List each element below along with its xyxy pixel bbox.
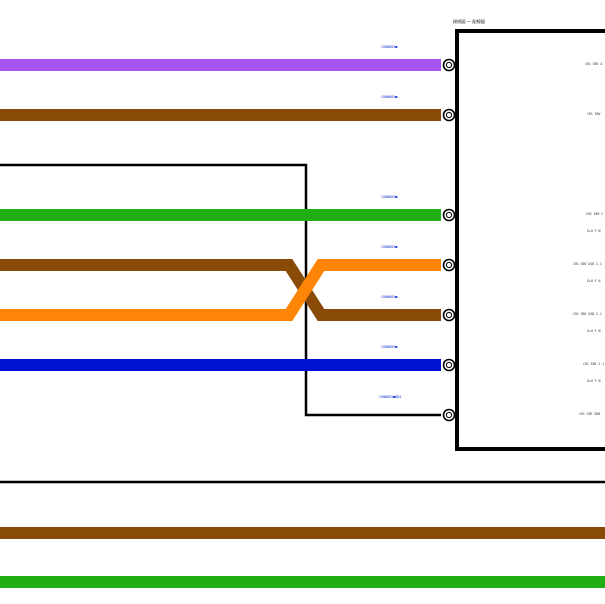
pin-label-5a: CH1 SBV USB 2.1: [573, 312, 602, 316]
pin-label-1: CH1 SBV A: [585, 62, 602, 66]
connector-label-2: CONN8D5■: [381, 95, 398, 99]
terminal-5[interactable]: [442, 308, 456, 322]
connector-label-6: CONN8D5■: [381, 345, 398, 349]
pin-label-3a: CH1 SBV C: [586, 212, 603, 216]
pin-label-2: CH1 SBV: [587, 112, 601, 116]
pin-label-6a: CH1 SBV 2.1: [583, 362, 604, 366]
pin-label-7: CH1 CBF GDB: [579, 412, 600, 416]
component-box[interactable]: [455, 29, 605, 451]
pin-label-4b: G+H F N: [587, 279, 601, 283]
pin-label-5b: G+H F N: [587, 329, 601, 333]
wire-black-loop[interactable]: [0, 163, 441, 417]
terminal-4[interactable]: [442, 258, 456, 272]
terminal-7[interactable]: [442, 408, 456, 422]
connector-label-1: CONN8D5■: [381, 45, 398, 49]
wire-orange-crossing[interactable]: [0, 259, 441, 321]
pin-label-3b: G+H F N: [587, 229, 601, 233]
terminal-6[interactable]: [442, 358, 456, 372]
connector-label-5: CONN8D5■: [381, 295, 398, 299]
pin-label-4a: CH1 SBV USB 2.1: [573, 262, 602, 266]
terminal-2[interactable]: [442, 108, 456, 122]
terminal-1[interactable]: [442, 58, 456, 72]
component-title: 接続図 — 配線図: [453, 18, 485, 25]
terminal-3[interactable]: [442, 208, 456, 222]
connector-label-7: CONN8D5■8D5: [379, 395, 401, 399]
wire-brown-crossing[interactable]: [0, 259, 441, 321]
connector-label-3: CONN8D5■: [381, 195, 398, 199]
pin-label-6b: G+H F N: [587, 379, 601, 383]
connector-label-4: CONN8D5■: [381, 245, 398, 249]
